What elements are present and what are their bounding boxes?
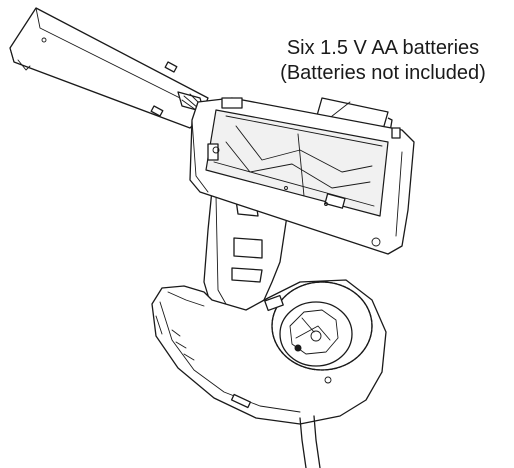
- callout-battery-spec: Six 1.5 V AA batteries: [286, 37, 480, 59]
- adjustment-dial: [271, 281, 373, 371]
- dial-latch: [264, 294, 284, 312]
- callout-not-included-note: (Batteries not included): [280, 62, 486, 84]
- power-cord: [299, 415, 321, 468]
- battery-cover: [9, 7, 213, 129]
- battery-housing: [189, 97, 415, 255]
- handle-grip: [203, 189, 291, 313]
- battery-callout: Six 1.5 V AA batteries (Batteries not in…: [258, 36, 508, 86]
